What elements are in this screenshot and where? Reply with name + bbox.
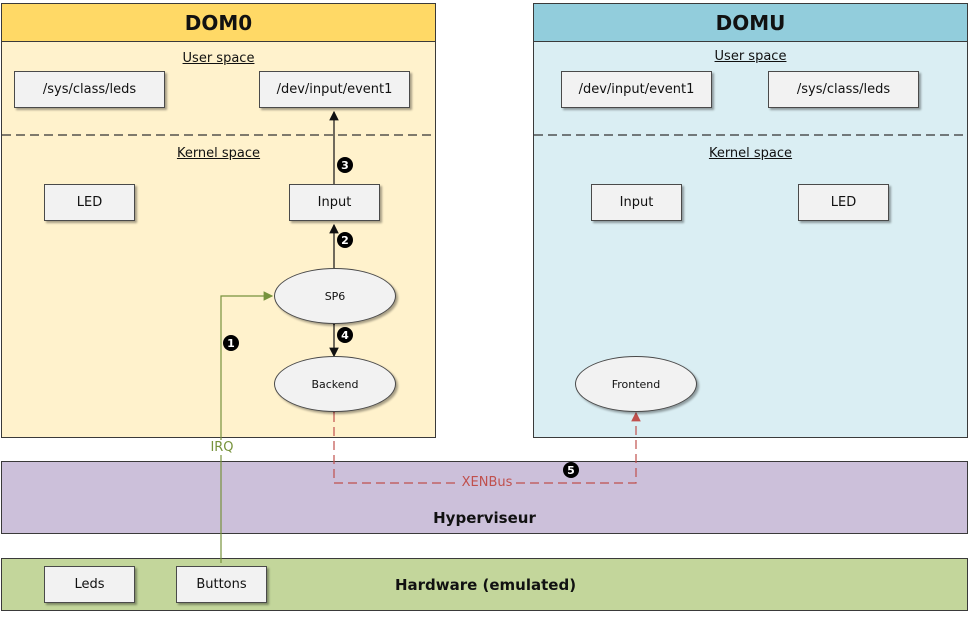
domu-led-box: LED xyxy=(798,184,889,221)
frontend-node: Frontend xyxy=(575,356,697,412)
step-2-badge: 2 xyxy=(337,232,353,248)
xenbus-label: XENBus xyxy=(460,475,514,490)
dom0-sys-class-leds-box: /sys/class/leds xyxy=(14,71,165,108)
domu-dev-input-event1-box: /dev/input/event1 xyxy=(561,71,712,108)
dom0-kernel-space-label: Kernel space xyxy=(176,146,261,161)
dom0-dev-input-event1-box: /dev/input/event1 xyxy=(259,71,410,108)
domu-user-space-label: User space xyxy=(714,49,787,64)
domu-kernel-space-label: Kernel space xyxy=(708,146,793,161)
dom0-led-box: LED xyxy=(44,184,135,221)
hypervisor-title: Hyperviseur xyxy=(433,509,536,527)
hardware-title: Hardware (emulated) xyxy=(394,576,577,594)
dom0-user-space-label: User space xyxy=(182,51,255,66)
domu-title: DOMU xyxy=(534,4,967,42)
dom0-title: DOM0 xyxy=(2,4,435,42)
step-4-badge: 4 xyxy=(337,327,353,343)
irq-label: IRQ xyxy=(205,440,239,455)
dom0-input-box: Input xyxy=(289,184,380,221)
step-3-badge: 3 xyxy=(337,157,353,173)
irq-line xyxy=(220,291,274,563)
backend-node: Backend xyxy=(274,356,396,412)
hardware-band: Hardware (emulated) xyxy=(1,558,968,611)
hardware-buttons-box: Buttons xyxy=(176,566,267,603)
domu-input-box: Input xyxy=(591,184,682,221)
step-5-badge: 5 xyxy=(563,462,579,478)
hypervisor-band: Hyperviseur xyxy=(1,461,968,534)
sp6-node: SP6 xyxy=(274,268,396,324)
step-1-badge: 1 xyxy=(223,335,239,351)
domu-sys-class-leds-box: /sys/class/leds xyxy=(768,71,919,108)
hardware-leds-box: Leds xyxy=(44,566,135,603)
xenbus-line xyxy=(329,404,641,484)
